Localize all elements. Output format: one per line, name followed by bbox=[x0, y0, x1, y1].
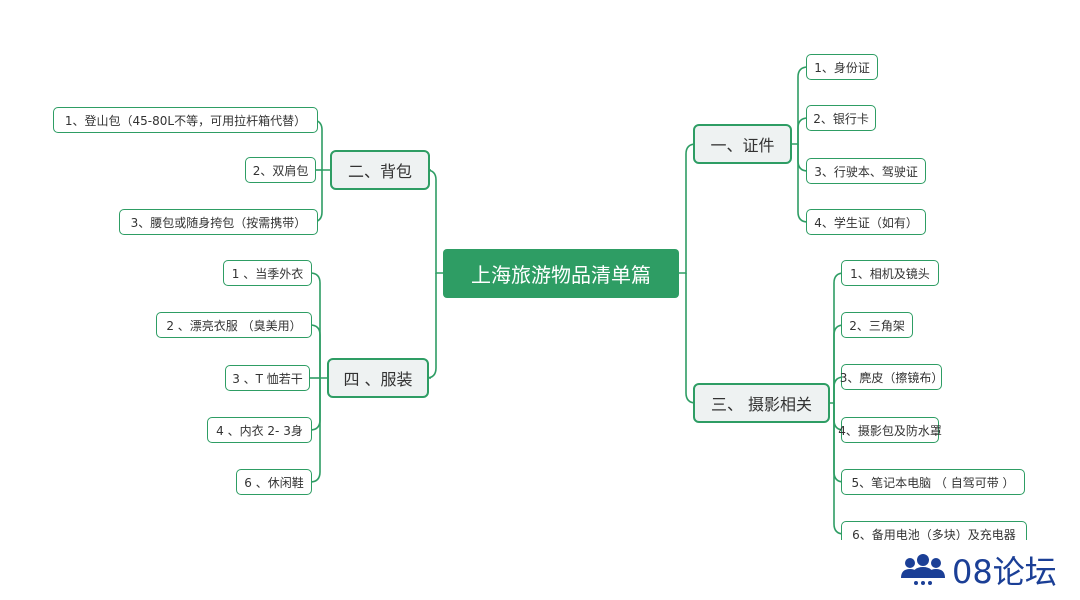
leaf-photo-2[interactable]: 2、三角架 bbox=[841, 312, 913, 338]
leaf-documents-3[interactable]: 3、行驶本、驾驶证 bbox=[806, 158, 926, 184]
leaf-clothing-2[interactable]: 2 、漂亮衣服 （臭美用） bbox=[156, 312, 312, 338]
leaf-documents-1[interactable]: 1、身份证 bbox=[806, 54, 878, 80]
leaf-photo-3[interactable]: 3、麂皮（擦镜布） bbox=[840, 364, 943, 390]
branch-documents[interactable]: 一、证件 bbox=[693, 124, 792, 164]
branch-backpack[interactable]: 二、背包 bbox=[330, 150, 430, 190]
branch-clothing[interactable]: 四 、服装 bbox=[327, 358, 429, 398]
leaf-backpack-2[interactable]: 2、双肩包 bbox=[245, 157, 316, 183]
leaf-clothing-3[interactable]: 3 、T 恤若干 bbox=[225, 365, 310, 391]
leaf-clothing-6[interactable]: 6 、休闲鞋 bbox=[236, 469, 312, 495]
leaf-clothing-1[interactable]: 1 、当季外衣 bbox=[223, 260, 312, 286]
people-icon bbox=[901, 554, 945, 585]
leaf-documents-4[interactable]: 4、学生证（如有） bbox=[806, 209, 926, 235]
branch-photography[interactable]: 三、 摄影相关 bbox=[693, 383, 830, 423]
watermark-text: 08论坛 bbox=[952, 553, 1057, 591]
leaf-clothing-4[interactable]: 4 、内衣 2- 3身 bbox=[207, 417, 312, 443]
leaf-documents-2[interactable]: 2、银行卡 bbox=[806, 105, 876, 131]
leaf-photo-5[interactable]: 5、笔记本电脑 （ 自驾可带 ） bbox=[841, 469, 1025, 495]
leaf-photo-1[interactable]: 1、相机及镜头 bbox=[841, 260, 939, 286]
watermark-logo: 08论坛 bbox=[898, 548, 1057, 592]
leaf-backpack-1[interactable]: 1、登山包（45-80L不等，可用拉杆箱代替） bbox=[53, 107, 318, 133]
leaf-photo-4[interactable]: 4、摄影包及防水罩 bbox=[838, 417, 942, 443]
bottom-clip-band bbox=[0, 540, 1080, 600]
leaf-backpack-3[interactable]: 3、腰包或随身挎包（按需携带） bbox=[119, 209, 318, 235]
root-topic[interactable]: 上海旅游物品清单篇 bbox=[443, 249, 679, 298]
